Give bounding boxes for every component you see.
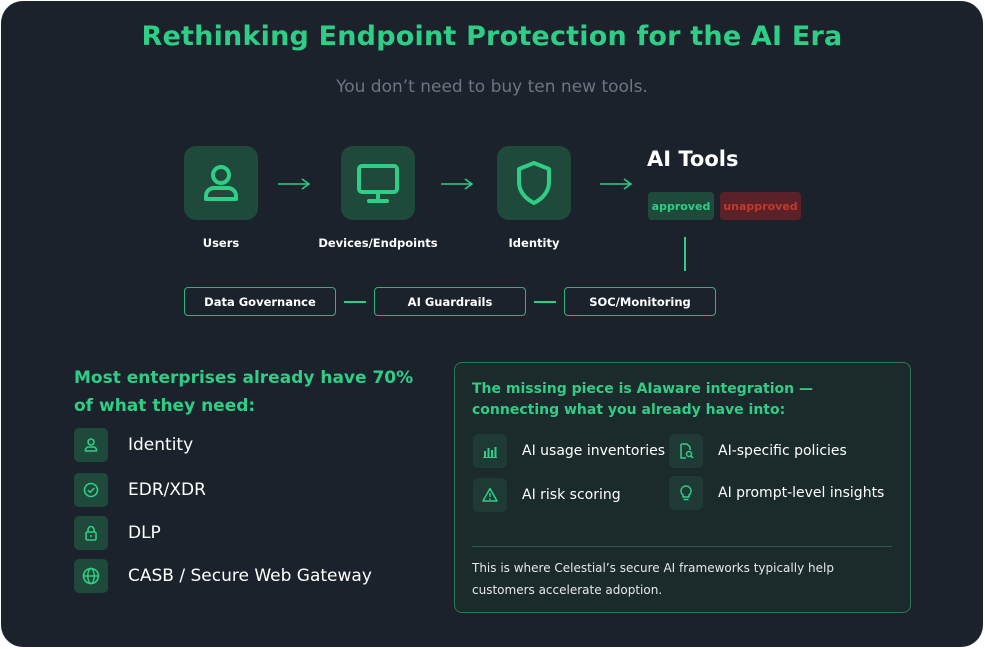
approved-badge: approved [648,192,714,220]
lock-icon [85,525,97,541]
feature-item: AI usage inventories [473,434,665,468]
user-icon [204,165,238,201]
panel-heading: The missing piece is AIaware integration… [472,381,814,418]
document-search-icon [680,443,694,459]
devices-label: Devices/Endpoints [318,236,438,250]
identity-node [497,146,571,220]
unapproved-badge: unapproved [720,192,801,220]
integration-panel: The missing piece is AIaware integration… [454,362,911,613]
globe-icon [82,567,100,585]
existing-tools-heading: Most enterprises already have 70% of wha… [74,368,414,416]
list-item: EDR/XDR [74,473,206,507]
arrow-icon [600,178,633,190]
warning-icon [482,487,498,502]
identity-label: Identity [508,236,560,250]
ai-guardrails-chip: AI Guardrails [374,287,526,316]
feature-item: AI prompt-level insights [669,476,884,510]
page-subtitle: You don’t need to buy ten new tools. [336,77,648,97]
feature-item: AI-specific policies [669,434,847,468]
users-node [184,146,258,220]
divider [472,546,892,547]
list-item: Identity [74,428,193,462]
bar-chart-icon [483,447,497,458]
feature-item: AI risk scoring [473,478,621,512]
data-governance-chip: Data Governance [184,287,336,316]
devices-node [341,146,415,220]
arrow-icon [278,178,311,190]
feature-label: AI-specific policies [718,443,847,459]
connector-line [684,237,686,271]
list-item-label: DLP [128,523,161,543]
panel-footer: This is where Celestial’s secure AI fram… [472,561,834,597]
users-label: Users [202,236,240,250]
arrow-icon [441,178,474,190]
lightbulb-icon [680,485,692,501]
user-icon [84,438,98,452]
feature-label: AI usage inventories [522,443,665,459]
connector-line [344,301,366,303]
list-item-label: Identity [128,435,194,455]
page-title: Rethinking Endpoint Protection for the A… [141,21,843,52]
ai-tools-title: AI Tools [647,147,739,171]
shield-icon [517,161,551,205]
list-item-label: EDR/XDR [128,480,206,500]
list-item-label: CASB / Secure Web Gateway [128,566,372,586]
list-item: DLP [74,516,161,550]
monitor-icon [357,164,399,203]
check-circle-icon [83,482,99,498]
list-item: CASB / Secure Web Gateway [74,559,372,593]
feature-label: AI prompt-level insights [718,485,885,501]
feature-label: AI risk scoring [522,487,621,503]
soc-monitoring-chip: SOC/Monitoring [564,287,716,316]
connector-line [534,301,556,303]
